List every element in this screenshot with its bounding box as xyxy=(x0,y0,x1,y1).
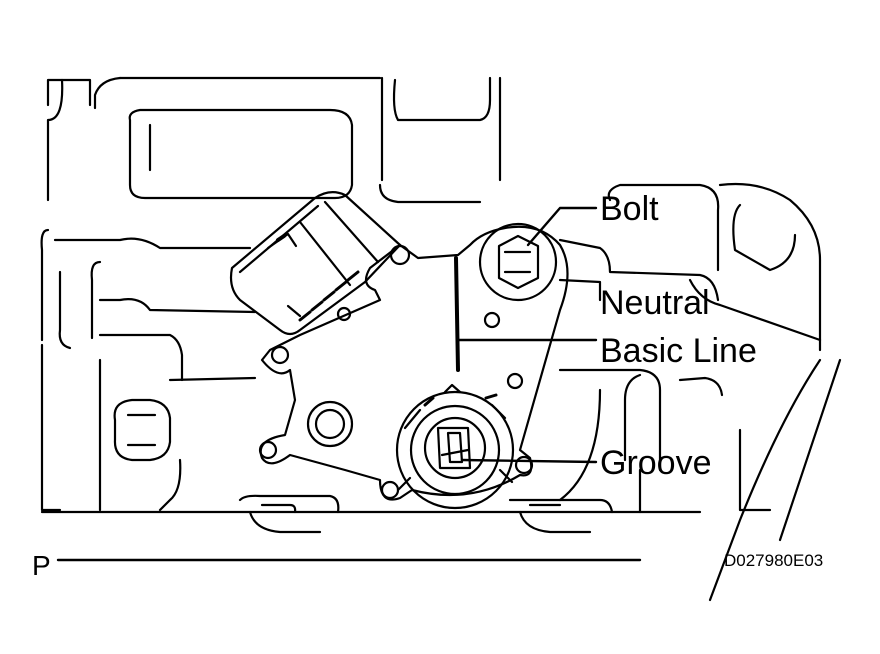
bolt-leader xyxy=(526,206,598,247)
neutral-start-switch xyxy=(229,191,569,510)
neutral-label: Neutral xyxy=(600,284,710,322)
figure-code: D027980E03 xyxy=(724,551,824,570)
groove-leader xyxy=(460,458,598,464)
transmission-case-outline xyxy=(40,76,842,602)
bolt-label: Bolt xyxy=(600,190,659,228)
leader-lines xyxy=(456,206,598,464)
groove-label: Groove xyxy=(600,444,712,482)
page-marker: P xyxy=(32,550,51,581)
basic-line-label: Basic Line xyxy=(600,332,757,370)
